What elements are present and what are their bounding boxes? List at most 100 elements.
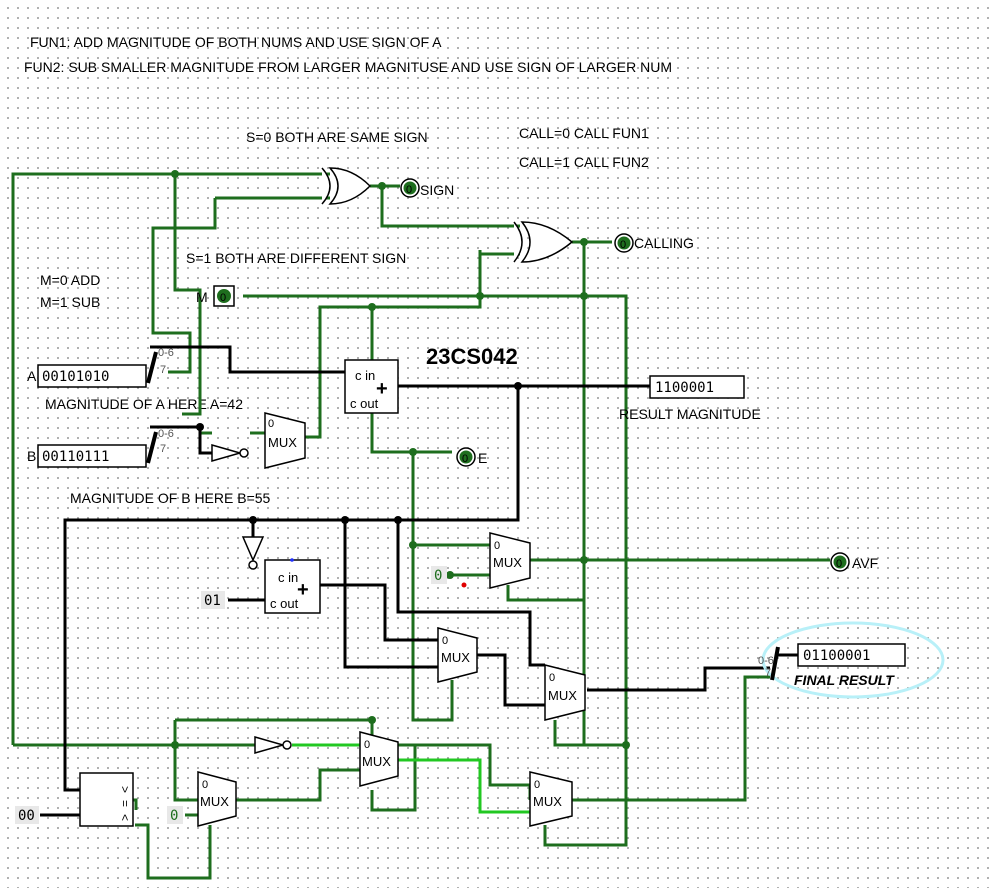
- svg-text:+: +: [297, 579, 309, 601]
- not-gate-carry[interactable]: [241, 536, 265, 570]
- call1-note: CALL=1 CALL FUN2: [519, 154, 649, 170]
- b-input[interactable]: 00110111: [37, 444, 147, 468]
- s1-note: S=1 BOTH ARE DIFFERENT SIGN: [186, 250, 406, 266]
- const-00[interactable]: 00: [15, 806, 39, 824]
- svg-text:0: 0: [406, 184, 412, 196]
- svg-text:7: 7: [160, 364, 166, 376]
- call0-note: CALL=0 CALL FUN1: [519, 125, 649, 141]
- final-result-display: 01100001: [797, 643, 906, 667]
- result-magnitude-display: 1100001: [649, 375, 745, 399]
- result-magnitude-label: RESULT MAGNITUDE: [619, 406, 761, 422]
- svg-text:01100001: 01100001: [803, 648, 870, 664]
- svg-text:0: 0: [220, 292, 226, 304]
- fun1-note: FUN1: ADD MAGNITUDE OF BOTH NUMS AND USE…: [30, 34, 442, 50]
- svg-text:0: 0: [549, 672, 555, 684]
- comparator[interactable]: > = <: [79, 772, 134, 827]
- m-label: M: [196, 289, 208, 305]
- wires-dark: [11, 172, 830, 880]
- mux-magnitude-2[interactable]: 0 MUX: [544, 664, 586, 721]
- calling-label: CALLING: [634, 235, 694, 251]
- svg-text:0: 0: [534, 779, 540, 791]
- mag-a-note: MAGNITUDE OF A HERE A=42: [45, 396, 243, 412]
- e-output[interactable]: 0: [456, 447, 476, 467]
- svg-text:c out: c out: [270, 596, 299, 611]
- svg-text:MUX: MUX: [533, 794, 562, 809]
- svg-text:+: +: [376, 378, 388, 400]
- final-result-highlight: [761, 621, 945, 699]
- svg-text:0-6: 0-6: [758, 655, 774, 667]
- not-gate-b[interactable]: [211, 444, 249, 462]
- svg-text:0: 0: [836, 558, 842, 570]
- svg-text:01: 01: [204, 593, 221, 609]
- probe-dot: [461, 582, 467, 588]
- xor-gate-sign[interactable]: [321, 167, 372, 205]
- mux-sign-1[interactable]: 0 MUX: [359, 731, 399, 787]
- svg-text:MUX: MUX: [362, 754, 391, 769]
- junctions-black: [196, 382, 522, 524]
- svg-text:0: 0: [462, 453, 468, 465]
- avf-output[interactable]: 0: [830, 552, 850, 572]
- a-splitter: 0-6 7: [146, 347, 174, 384]
- m1-note: M=1 SUB: [40, 294, 100, 310]
- svg-text:00101010: 00101010: [42, 369, 109, 385]
- b-splitter: 0-6 7: [146, 428, 174, 464]
- s0-note: S=0 BOTH ARE SAME SIGN: [246, 129, 428, 145]
- svg-text:>: >: [118, 786, 132, 793]
- m0-note: M=0 ADD: [40, 272, 100, 288]
- mux-b-select[interactable]: 0 MUX: [264, 412, 306, 469]
- b-label: B: [27, 448, 36, 464]
- calling-output[interactable]: 0: [614, 233, 634, 253]
- const-01[interactable]: 01: [201, 591, 225, 609]
- svg-text:=: =: [118, 800, 132, 807]
- svg-text:00: 00: [18, 808, 35, 824]
- svg-text:MUX: MUX: [493, 555, 522, 570]
- svg-text:00110111: 00110111: [42, 449, 109, 465]
- mux-avf[interactable]: 0 MUX: [489, 532, 531, 589]
- svg-text:7: 7: [160, 443, 166, 455]
- student-id: 23CS042: [426, 344, 518, 369]
- junctions: [171, 170, 630, 749]
- svg-text:MUX: MUX: [268, 435, 297, 450]
- mux-sign-final[interactable]: 0 MUX: [529, 771, 573, 827]
- svg-text:MUX: MUX: [441, 650, 470, 665]
- adder-main[interactable]: c in c out +: [344, 359, 399, 414]
- adder-complement[interactable]: c in c out +: [264, 558, 321, 614]
- sign-output[interactable]: 0: [400, 178, 420, 198]
- svg-text:c out: c out: [350, 396, 379, 411]
- a-input[interactable]: 00101010: [37, 364, 147, 388]
- avf-label: AVF: [852, 555, 878, 571]
- svg-text:MUX: MUX: [200, 794, 229, 809]
- svg-text:0: 0: [268, 418, 274, 430]
- svg-text:0: 0: [202, 779, 208, 791]
- mux-magnitude-1[interactable]: 0 MUX: [437, 627, 478, 683]
- e-label: E: [478, 450, 487, 466]
- svg-text:0: 0: [170, 808, 178, 824]
- svg-text:c in: c in: [278, 570, 298, 585]
- svg-text:0: 0: [620, 239, 626, 251]
- fun2-note: FUN2: SUB SMALLER MAGNITUDE FROM LARGER …: [24, 59, 672, 75]
- svg-text:0: 0: [442, 635, 448, 647]
- final-result-label: FINAL RESULT: [794, 672, 895, 688]
- mag-b-note: MAGNITUDE OF B HERE B=55: [70, 490, 271, 506]
- svg-text:0: 0: [364, 739, 370, 751]
- xor-gate-calling[interactable]: [513, 221, 574, 263]
- svg-text:MUX: MUX: [548, 688, 577, 703]
- svg-text:0: 0: [494, 540, 500, 552]
- not-gate-sign[interactable]: [254, 736, 292, 754]
- sign-label: SIGN: [420, 182, 454, 198]
- final-splitter: 0-6 7: [758, 646, 780, 681]
- const-0-sign[interactable]: 0: [167, 806, 183, 824]
- svg-text:0-6: 0-6: [158, 347, 174, 359]
- svg-text:7: 7: [765, 667, 771, 679]
- m-input[interactable]: 0: [213, 285, 235, 307]
- mux-sign-2[interactable]: 0 MUX: [197, 771, 237, 827]
- const-0-avf[interactable]: 0: [431, 566, 447, 584]
- a-label: A: [27, 368, 37, 384]
- svg-text:c in: c in: [355, 368, 375, 383]
- wires-light: [292, 743, 530, 814]
- svg-text:<: <: [118, 814, 132, 821]
- svg-text:1100001: 1100001: [655, 380, 714, 396]
- svg-text:0: 0: [434, 568, 442, 584]
